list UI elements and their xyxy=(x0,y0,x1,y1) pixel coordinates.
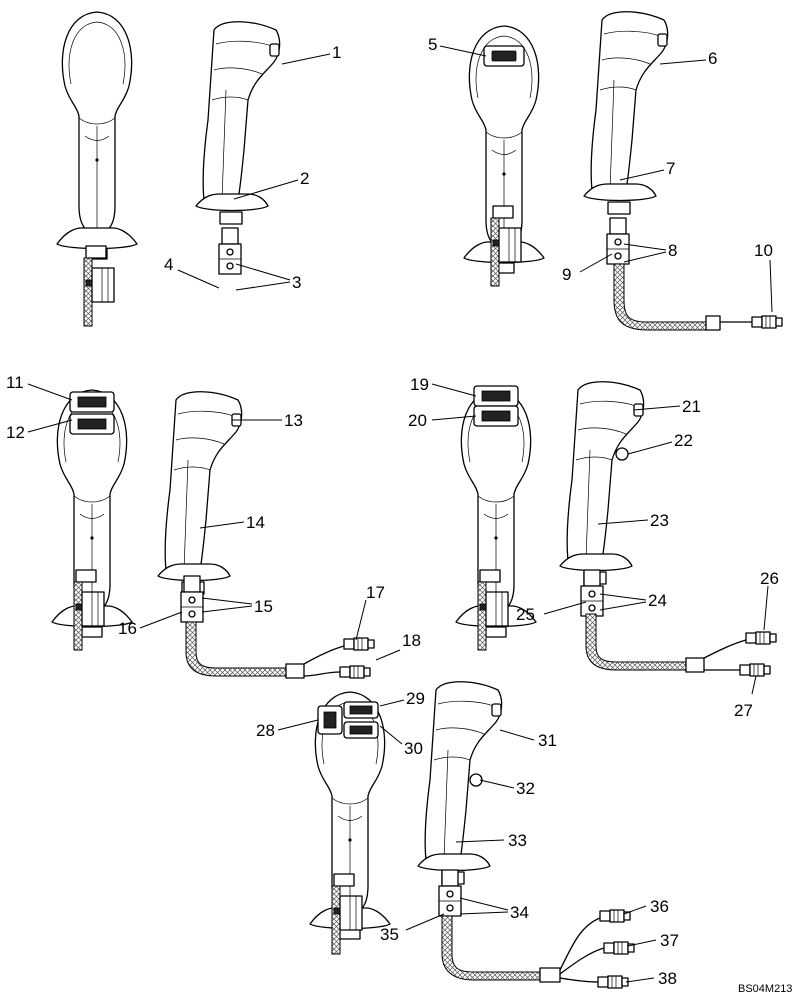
callout-38: 38 xyxy=(658,969,677,988)
callout-12: 12 xyxy=(6,423,25,442)
callout-15: 15 xyxy=(254,597,273,616)
callout-7: 7 xyxy=(666,159,675,178)
callout-4: 4 xyxy=(164,255,173,274)
callout-16: 16 xyxy=(118,619,137,638)
callout-18: 18 xyxy=(402,631,421,650)
callout-25: 25 xyxy=(516,605,535,624)
callout-32: 32 xyxy=(516,779,535,798)
callout-6: 6 xyxy=(708,49,717,68)
callout-36: 36 xyxy=(650,897,669,916)
callout-23: 23 xyxy=(650,511,669,530)
callout-14: 14 xyxy=(246,513,265,532)
callout-27: 27 xyxy=(734,701,753,720)
callout-8: 8 xyxy=(668,241,677,260)
callout-24: 24 xyxy=(648,591,667,610)
callout-2: 2 xyxy=(300,169,309,188)
callout-19: 19 xyxy=(410,375,429,394)
joystick-side-view-1 xyxy=(195,21,281,275)
joystick-front-view-4 xyxy=(455,385,537,651)
joystick-front-view-3 xyxy=(51,389,133,651)
callout-29: 29 xyxy=(406,689,425,708)
joystick-front-view-5 xyxy=(309,691,391,955)
callout-21: 21 xyxy=(682,397,701,416)
callout-10: 10 xyxy=(754,241,773,260)
callout-34: 34 xyxy=(510,903,529,922)
joystick-front-view-2 xyxy=(463,25,545,287)
callout-22: 22 xyxy=(674,431,693,450)
callout-31: 31 xyxy=(538,731,557,750)
joystick-side-view-2 xyxy=(583,11,783,331)
callout-13: 13 xyxy=(284,411,303,430)
callout-1: 1 xyxy=(332,43,341,62)
joystick-side-view-3 xyxy=(157,391,375,679)
callout-28: 28 xyxy=(256,721,275,740)
callout-5: 5 xyxy=(428,35,437,54)
callout-9: 9 xyxy=(562,265,571,284)
callout-30: 30 xyxy=(404,739,423,758)
joystick-side-view-4 xyxy=(559,381,777,677)
callout-35: 35 xyxy=(380,925,399,944)
callout-20: 20 xyxy=(408,411,427,430)
callout-37: 37 xyxy=(660,931,679,950)
leader-lines xyxy=(27,45,773,983)
callout-26: 26 xyxy=(760,569,779,588)
drawing-code: BS04M213 xyxy=(738,983,792,995)
callout-17: 17 xyxy=(366,583,385,602)
joystick-front-view-1 xyxy=(56,11,138,327)
callout-3: 3 xyxy=(292,273,301,292)
callout-labels: 1 2 3 4 5 6 7 8 9 10 11 12 13 14 15 16 1… xyxy=(6,35,779,988)
joystick-side-view-5 xyxy=(417,681,635,989)
callout-33: 33 xyxy=(508,831,527,850)
callout-11: 11 xyxy=(6,373,24,392)
